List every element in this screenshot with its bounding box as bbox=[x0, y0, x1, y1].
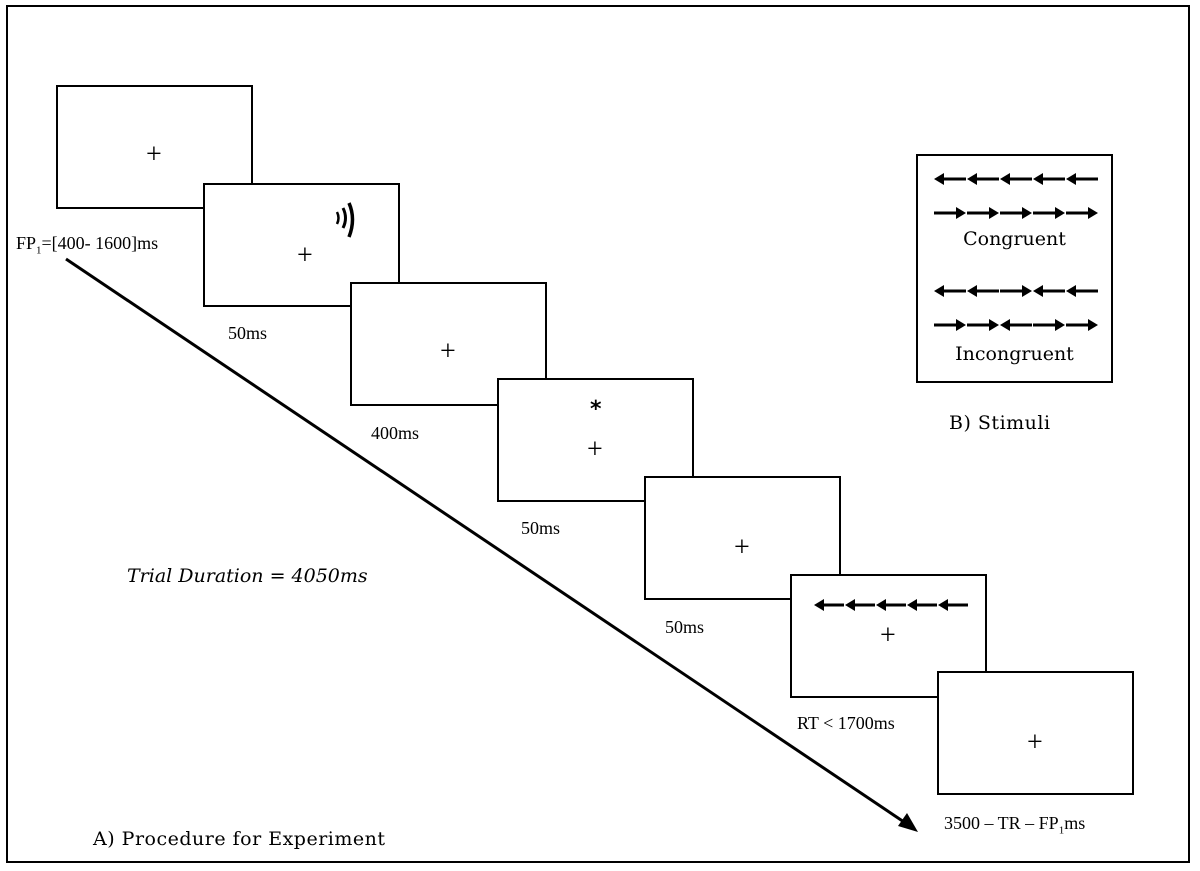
left-arrow-icon bbox=[1066, 285, 1098, 297]
congruent-label: Congruent bbox=[963, 228, 1066, 250]
congruent-row-right bbox=[934, 206, 1098, 220]
panel-a-caption: A) Procedure for Experiment bbox=[93, 828, 386, 850]
left-arrow-icon bbox=[1000, 319, 1032, 331]
right-arrow-icon bbox=[1066, 207, 1098, 219]
right-arrow-icon bbox=[1033, 207, 1065, 219]
fixation-cross: + bbox=[880, 620, 896, 651]
left-arrow-icon bbox=[1000, 173, 1032, 185]
left-arrow-icon bbox=[907, 599, 937, 611]
fixation-cross: + bbox=[734, 532, 750, 563]
left-arrow-icon bbox=[845, 599, 875, 611]
left-arrow-icon bbox=[967, 173, 999, 185]
left-arrow-icon bbox=[1033, 285, 1065, 297]
right-arrow-icon bbox=[1066, 319, 1098, 331]
right-arrow-icon bbox=[967, 207, 999, 219]
screen-4-duration: 50ms bbox=[521, 518, 561, 538]
left-arrow-icon bbox=[876, 599, 906, 611]
screen-2-duration: 50ms bbox=[228, 323, 268, 343]
stimuli-box: Congruent Incongruent bbox=[916, 154, 1113, 383]
left-arrow-icon bbox=[1033, 173, 1065, 185]
right-arrow-icon bbox=[1033, 319, 1065, 331]
cue-asterisk: * bbox=[590, 397, 602, 422]
right-arrow-icon bbox=[1000, 207, 1032, 219]
right-arrow-icon bbox=[934, 207, 966, 219]
incongruent-label: Incongruent bbox=[955, 343, 1074, 365]
screen-fixation-4: + bbox=[937, 671, 1134, 795]
sound-wave-icon bbox=[335, 202, 355, 238]
fixation-cross: + bbox=[297, 240, 313, 271]
fixation-cross: + bbox=[146, 139, 162, 170]
right-arrow-icon bbox=[934, 319, 966, 331]
fixation-cross: + bbox=[587, 434, 603, 465]
figure-frame bbox=[6, 5, 1190, 863]
trial-duration-label: Trial Duration = 4050ms bbox=[127, 565, 368, 587]
left-arrow-icon bbox=[967, 285, 999, 297]
fixation-cross: + bbox=[1027, 727, 1043, 758]
right-arrow-icon bbox=[1000, 285, 1032, 297]
target-arrow-row bbox=[814, 598, 968, 612]
incongruent-row-left bbox=[934, 284, 1098, 298]
right-arrow-icon bbox=[967, 319, 999, 331]
left-arrow-icon bbox=[814, 599, 844, 611]
left-arrow-icon bbox=[934, 173, 966, 185]
screen-3-duration: 400ms bbox=[371, 423, 420, 443]
congruent-row-left bbox=[934, 172, 1098, 186]
left-arrow-icon bbox=[1066, 173, 1098, 185]
screen-5-duration: 50ms bbox=[665, 617, 705, 637]
left-arrow-icon bbox=[938, 599, 968, 611]
incongruent-row-right bbox=[934, 318, 1098, 332]
screen-1-duration: FP1=[400- 1600]ms bbox=[16, 233, 159, 257]
screen-6-duration: RT < 1700ms bbox=[797, 713, 895, 733]
left-arrow-icon bbox=[934, 285, 966, 297]
panel-b-caption: B) Stimuli bbox=[949, 412, 1051, 434]
fixation-cross: + bbox=[440, 336, 456, 367]
screen-7-duration: 3500 – TR – FP1ms bbox=[944, 813, 1086, 837]
